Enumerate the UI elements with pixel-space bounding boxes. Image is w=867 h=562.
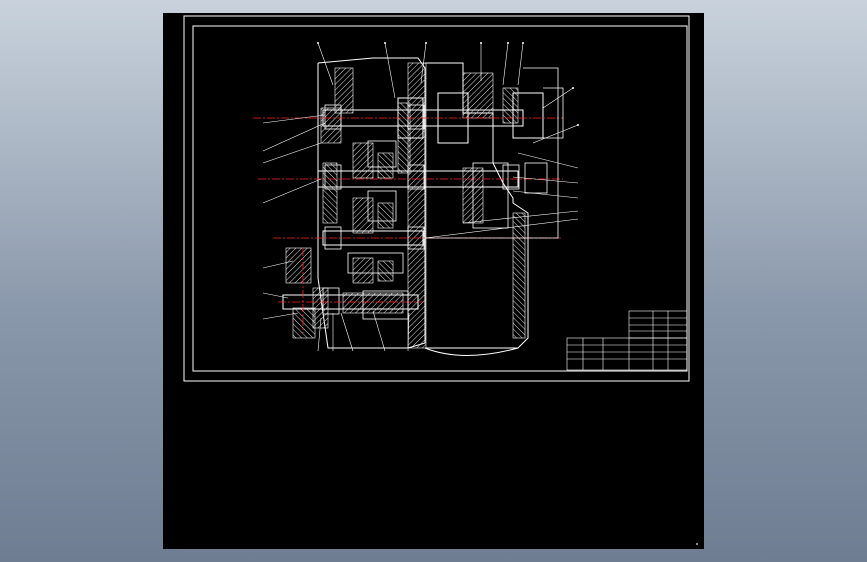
sheet-outer-frame: [183, 15, 690, 382]
cad-drawing: [183, 15, 690, 382]
hatched-sections: [285, 62, 526, 349]
sheet-inner-frame: [192, 25, 688, 372]
gears: [347, 140, 509, 320]
leader-lines: [262, 42, 579, 352]
status-dot: [696, 543, 698, 545]
flange-outline: [425, 67, 564, 239]
cad-viewport[interactable]: [163, 13, 704, 549]
title-block: [566, 310, 688, 371]
bearings: [322, 104, 520, 315]
leader-markers: [317, 42, 579, 126]
